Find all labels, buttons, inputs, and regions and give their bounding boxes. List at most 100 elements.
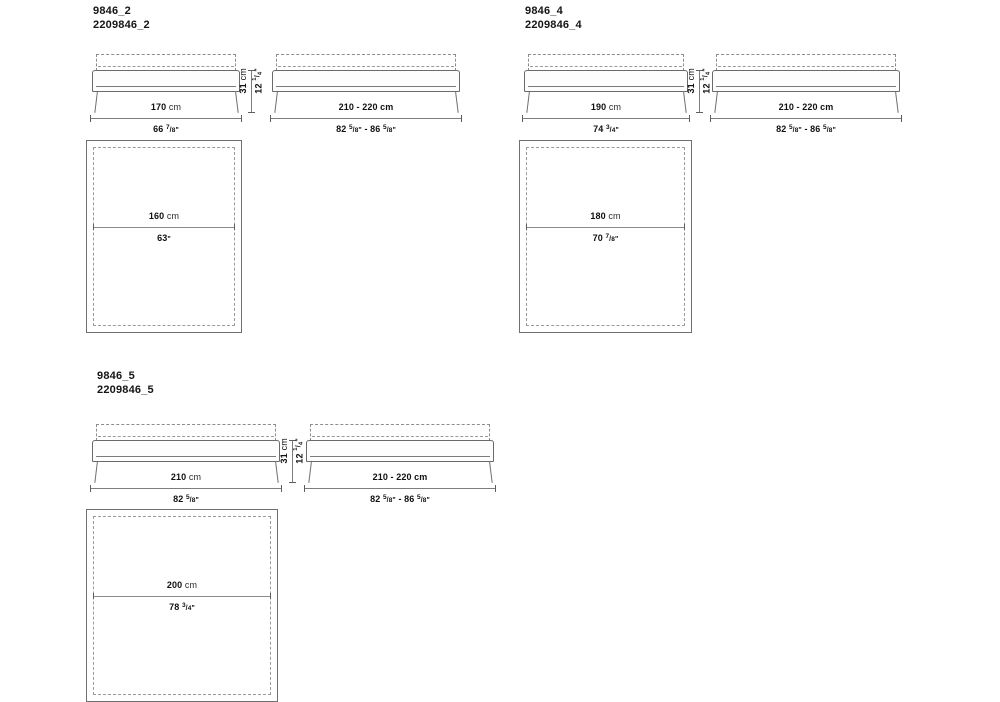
frame-rail-line: [528, 86, 684, 87]
height-label-cm: 31 cm: [279, 438, 289, 464]
mattress-outline-dashed: [310, 424, 490, 441]
dimension-label-cm: 210 - 220 cm: [778, 102, 834, 112]
frame-rail-line: [96, 456, 276, 457]
dimension-cap-right: [234, 224, 235, 230]
bed-frame-body: [712, 70, 900, 92]
mattress-outline-dashed: [276, 54, 456, 71]
dimension-cap-right: [241, 114, 242, 122]
plan-mattress-dashed: [93, 516, 271, 695]
dimension-label-inch: 82 5/8" - 86 5/8": [336, 124, 396, 134]
dimension-width-right: 210 - 220 cm 82 5/8" - 86 5/8": [710, 102, 902, 134]
bed-frame-body: [272, 70, 460, 92]
dimension-cap-left: [710, 114, 711, 122]
dimension-width-left: 190 cm 74 3/4": [522, 102, 690, 134]
dimension-width-right: 210 - 220 cm 82 5/8" - 86 5/8": [304, 472, 496, 504]
plan-label-cm: 200 cm: [166, 580, 198, 590]
dimension-label-inch: 82 5/8": [173, 494, 199, 504]
dimension-cap-right: [281, 484, 282, 492]
plan-view: 200 cm 78 3/4": [86, 509, 278, 702]
plan-mattress-dashed: [93, 147, 235, 326]
frame-rail-line: [716, 86, 896, 87]
product-code-secondary: 2209846_4: [525, 19, 582, 32]
frame-rail-line: [310, 456, 490, 457]
plan-label-cm: 180 cm: [590, 211, 621, 221]
dimension-cap-left: [93, 224, 94, 230]
plan-dimension-width: 200 cm 78 3/4": [93, 580, 271, 612]
product-code-secondary: 2209846_5: [97, 384, 154, 397]
dimension-cap-right: [684, 224, 685, 230]
dimension-width-right: 210 - 220 cm 82 5/8" - 86 5/8": [270, 102, 462, 134]
dimension-line: [93, 227, 235, 228]
dimension-cap-top: [247, 70, 255, 71]
dimension-width-left: 210 cm 82 5/8": [90, 472, 282, 504]
height-label-inch: 12 1/4": [293, 438, 305, 464]
mattress-outline-dashed: [96, 424, 276, 441]
dimension-cap-left: [526, 224, 527, 230]
dimension-height-vertical: [288, 440, 296, 483]
mattress-outline-dashed: [716, 54, 896, 71]
mattress-inner-line: [530, 66, 682, 67]
dimension-cap-right: [270, 593, 271, 599]
dimension-cap-top: [695, 70, 703, 71]
frame-rail-line: [96, 86, 236, 87]
mattress-outline-dashed: [528, 54, 684, 71]
dimension-line: [90, 118, 242, 119]
plan-label-cm: 160 cm: [148, 211, 180, 221]
plan-mattress-dashed: [526, 147, 685, 326]
dimension-line-vertical: [699, 70, 700, 113]
dimension-line: [270, 118, 462, 119]
dimension-line-vertical: [292, 440, 293, 483]
height-label-inch: 12 1/4": [700, 68, 712, 94]
height-label-cm: 31 cm: [686, 68, 696, 94]
frame-rail-line: [276, 86, 456, 87]
dimension-cap-left: [270, 114, 271, 122]
dimension-cap-right: [461, 114, 462, 122]
plan-view: 160 cm 63": [86, 140, 242, 333]
dimension-cap-right: [689, 114, 690, 122]
dimension-cap-left: [304, 484, 305, 492]
dimension-label-cm: 190 cm: [590, 102, 622, 112]
dimension-line: [304, 488, 496, 489]
height-label-inch: 12 1/4": [252, 68, 264, 94]
mattress-inner-line: [718, 66, 894, 67]
dimension-cap-left: [522, 114, 523, 122]
plan-dimension-width: 180 cm 70 7/8": [526, 211, 685, 243]
dimension-cap-bottom: [288, 482, 296, 483]
dimension-label-cm: 170 cm: [150, 102, 182, 112]
product-code-primary: 9846_4: [525, 5, 563, 17]
dimension-cap-top: [288, 440, 296, 441]
dimension-label-inch: 82 5/8" - 86 5/8": [776, 124, 836, 134]
dimension-cap-left: [93, 593, 94, 599]
dimension-label-cm: 210 - 220 cm: [372, 472, 428, 482]
dimension-cap-bottom: [247, 112, 255, 113]
product-code-block: 9846_4 2209846_4: [525, 4, 582, 32]
dimension-cap-left: [90, 114, 91, 122]
plan-view: 180 cm 70 7/8": [519, 140, 692, 333]
mattress-inner-line: [312, 436, 488, 437]
height-label-cm: 31 cm: [238, 68, 248, 94]
dimension-label-inch: 74 3/4": [593, 124, 619, 134]
dimension-label-cm: 210 - 220 cm: [338, 102, 394, 112]
bed-frame-body: [92, 440, 280, 462]
mattress-inner-line: [278, 66, 454, 67]
bed-frame-body: [524, 70, 688, 92]
dimension-line: [93, 596, 271, 597]
bed-frame-body: [92, 70, 240, 92]
dimension-cap-left: [90, 484, 91, 492]
dimension-cap-bottom: [695, 112, 703, 113]
dimension-line: [522, 118, 690, 119]
dimension-label-cm: 210 cm: [170, 472, 202, 482]
product-code-block: 9846_2 2209846_2: [93, 4, 150, 32]
product-code-primary: 9846_2: [93, 5, 131, 17]
mattress-inner-line: [98, 66, 234, 67]
plan-label-inch: 70 7/8": [592, 233, 619, 243]
dimension-line: [90, 488, 282, 489]
product-code-secondary: 2209846_2: [93, 19, 150, 32]
dimension-cap-right: [495, 484, 496, 492]
dimension-height-vertical: [695, 70, 703, 113]
dimension-label-inch: 66 7/8": [153, 124, 179, 134]
plan-label-inch: 78 3/4": [169, 602, 195, 612]
product-code-primary: 9846_5: [97, 370, 135, 382]
bed-frame-body: [306, 440, 494, 462]
dimension-label-inch: 82 5/8" - 86 5/8": [370, 494, 430, 504]
